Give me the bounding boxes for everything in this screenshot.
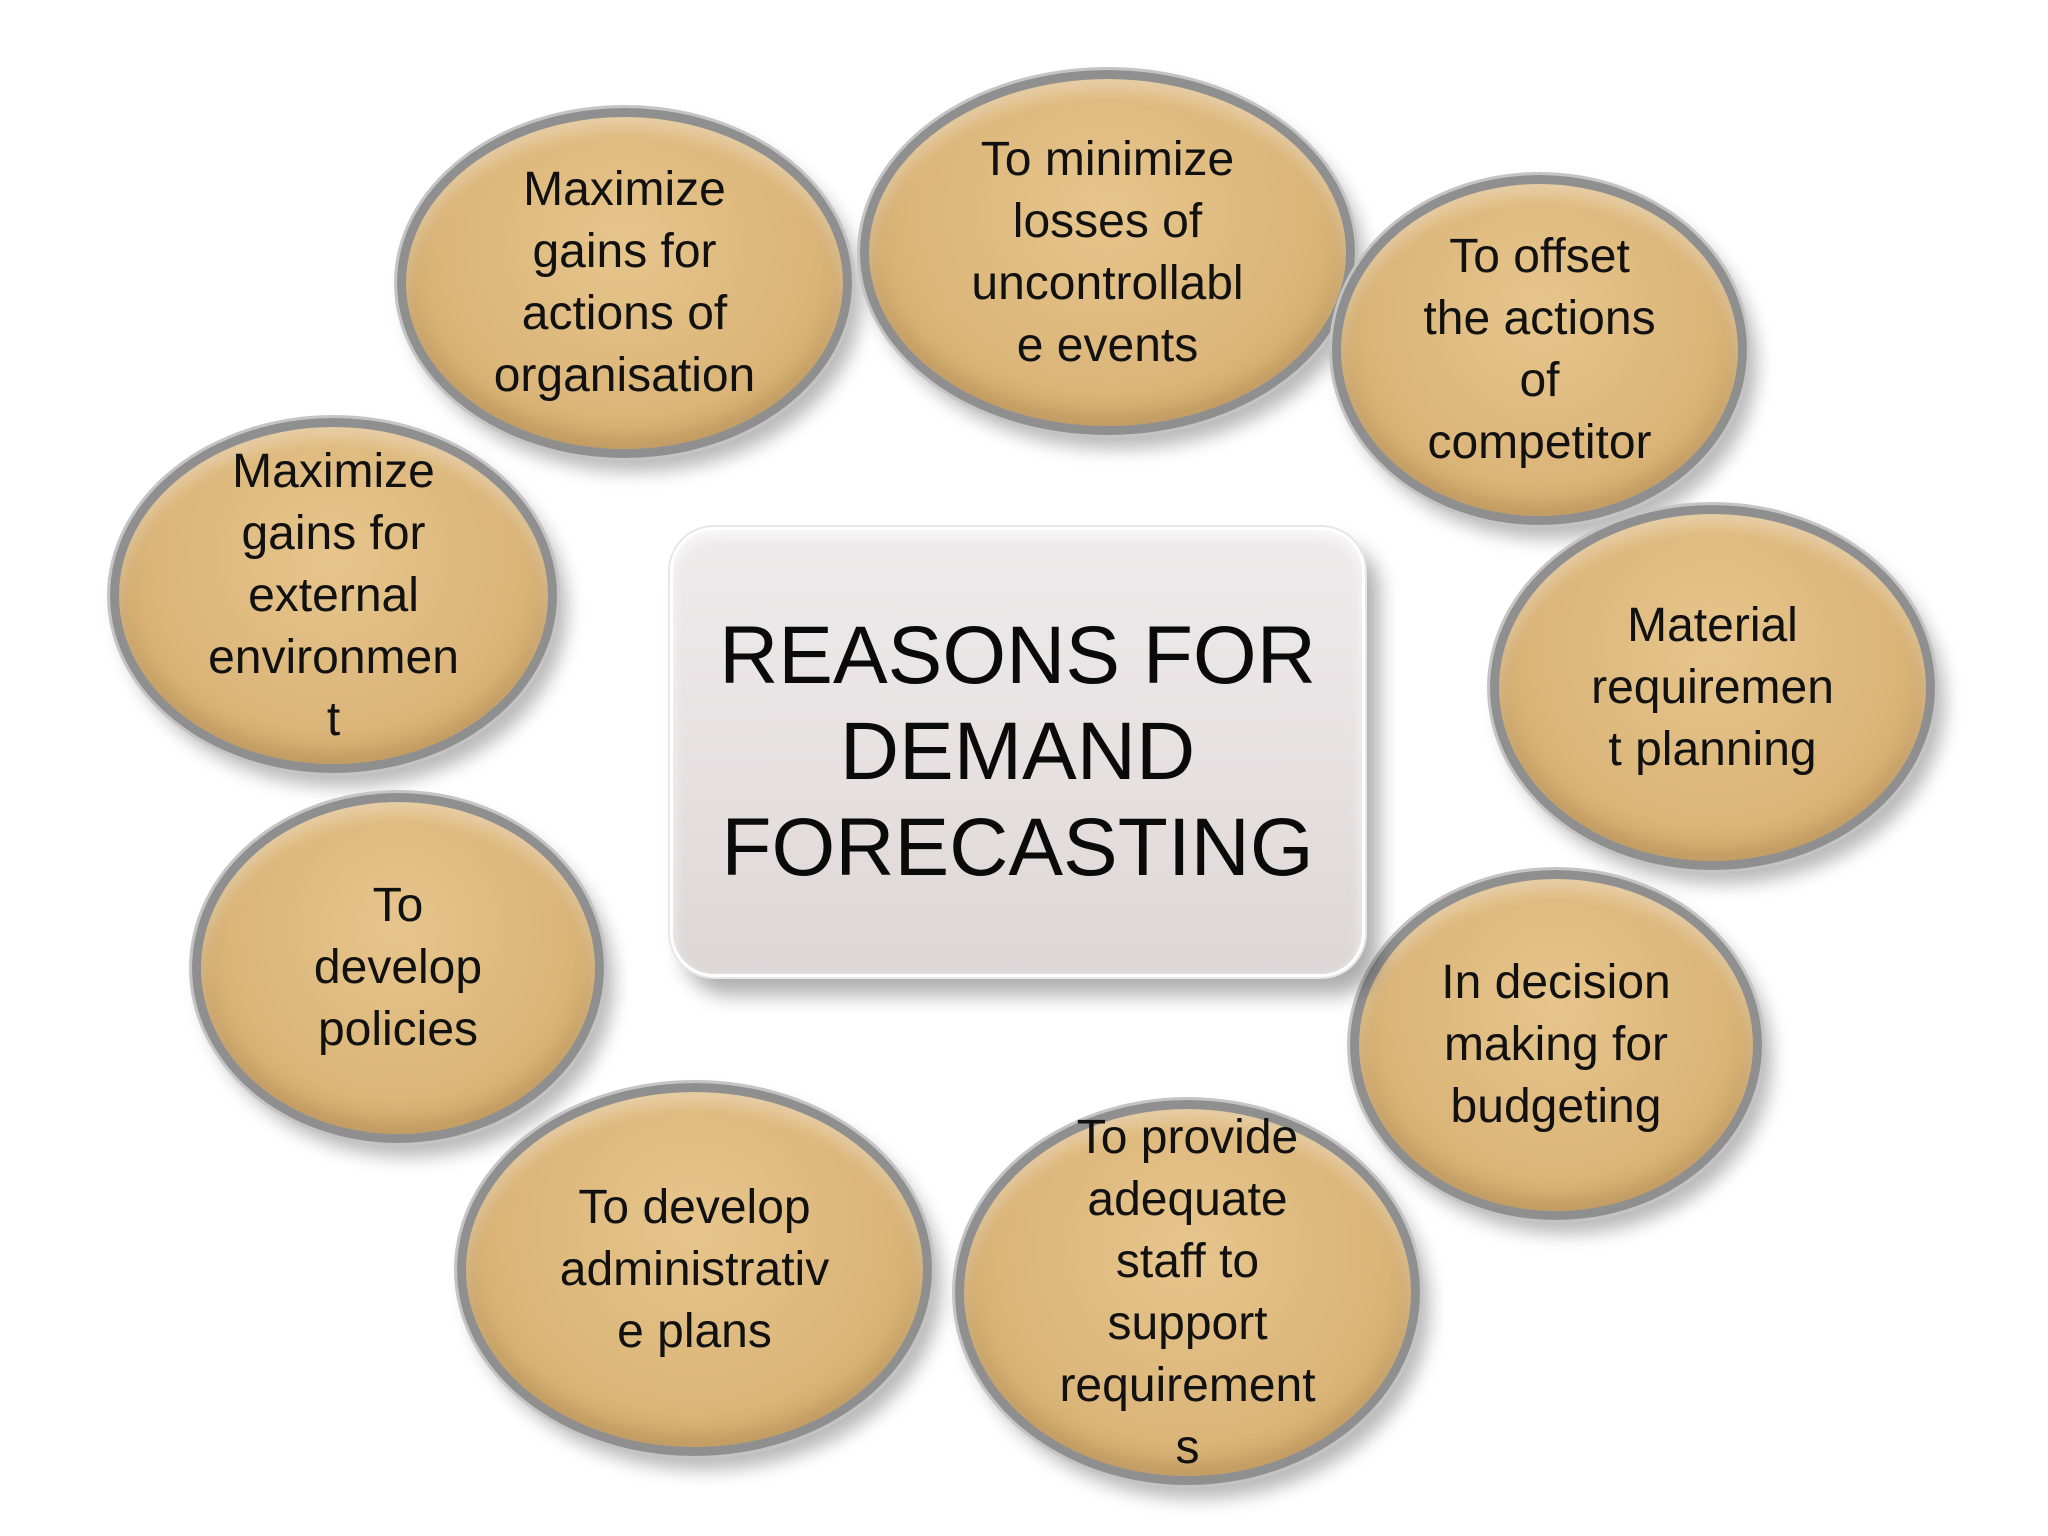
central-title: REASONS FOR DEMAND FORECASTING [719, 610, 1316, 893]
reason-label: In decision making for budgeting [1441, 956, 1671, 1133]
reason-node-budgeting: In decision making for budgeting [1350, 870, 1762, 1220]
reason-node-organisation-gains: Maximize gains for actions of organisati… [397, 108, 852, 458]
reason-label: Maximize gains for actions of organisati… [493, 163, 756, 402]
reason-node-offset-competitor: To offset the actions of competitor [1332, 175, 1747, 525]
reason-label: To offset the actions of competitor [1423, 230, 1656, 469]
reason-label: To develop administrativ e plans [559, 1180, 830, 1358]
reason-label: Maximize gains for external environmen t [208, 444, 459, 746]
reason-label: To develop policies [313, 879, 483, 1056]
reason-node-minimize-losses: To minimize losses of uncontrollabl e ev… [860, 70, 1355, 435]
reason-label: To minimize losses of uncontrollabl e ev… [971, 132, 1244, 372]
reason-node-material-planning: Material requiremen t planning [1490, 505, 1935, 870]
reason-label: Material requiremen t planning [1591, 598, 1834, 776]
reason-node-external-environment: Maximize gains for external environmen t [110, 418, 557, 773]
reason-node-develop-policies: To develop policies [192, 793, 604, 1143]
reason-node-administrative-plans: To develop administrativ e plans [457, 1083, 932, 1456]
reason-label: To provide adequate staff to support req… [1059, 1110, 1316, 1474]
reason-node-adequate-staff: To provide adequate staff to support req… [955, 1100, 1420, 1485]
central-title-box: REASONS FOR DEMAND FORECASTING [670, 527, 1365, 977]
